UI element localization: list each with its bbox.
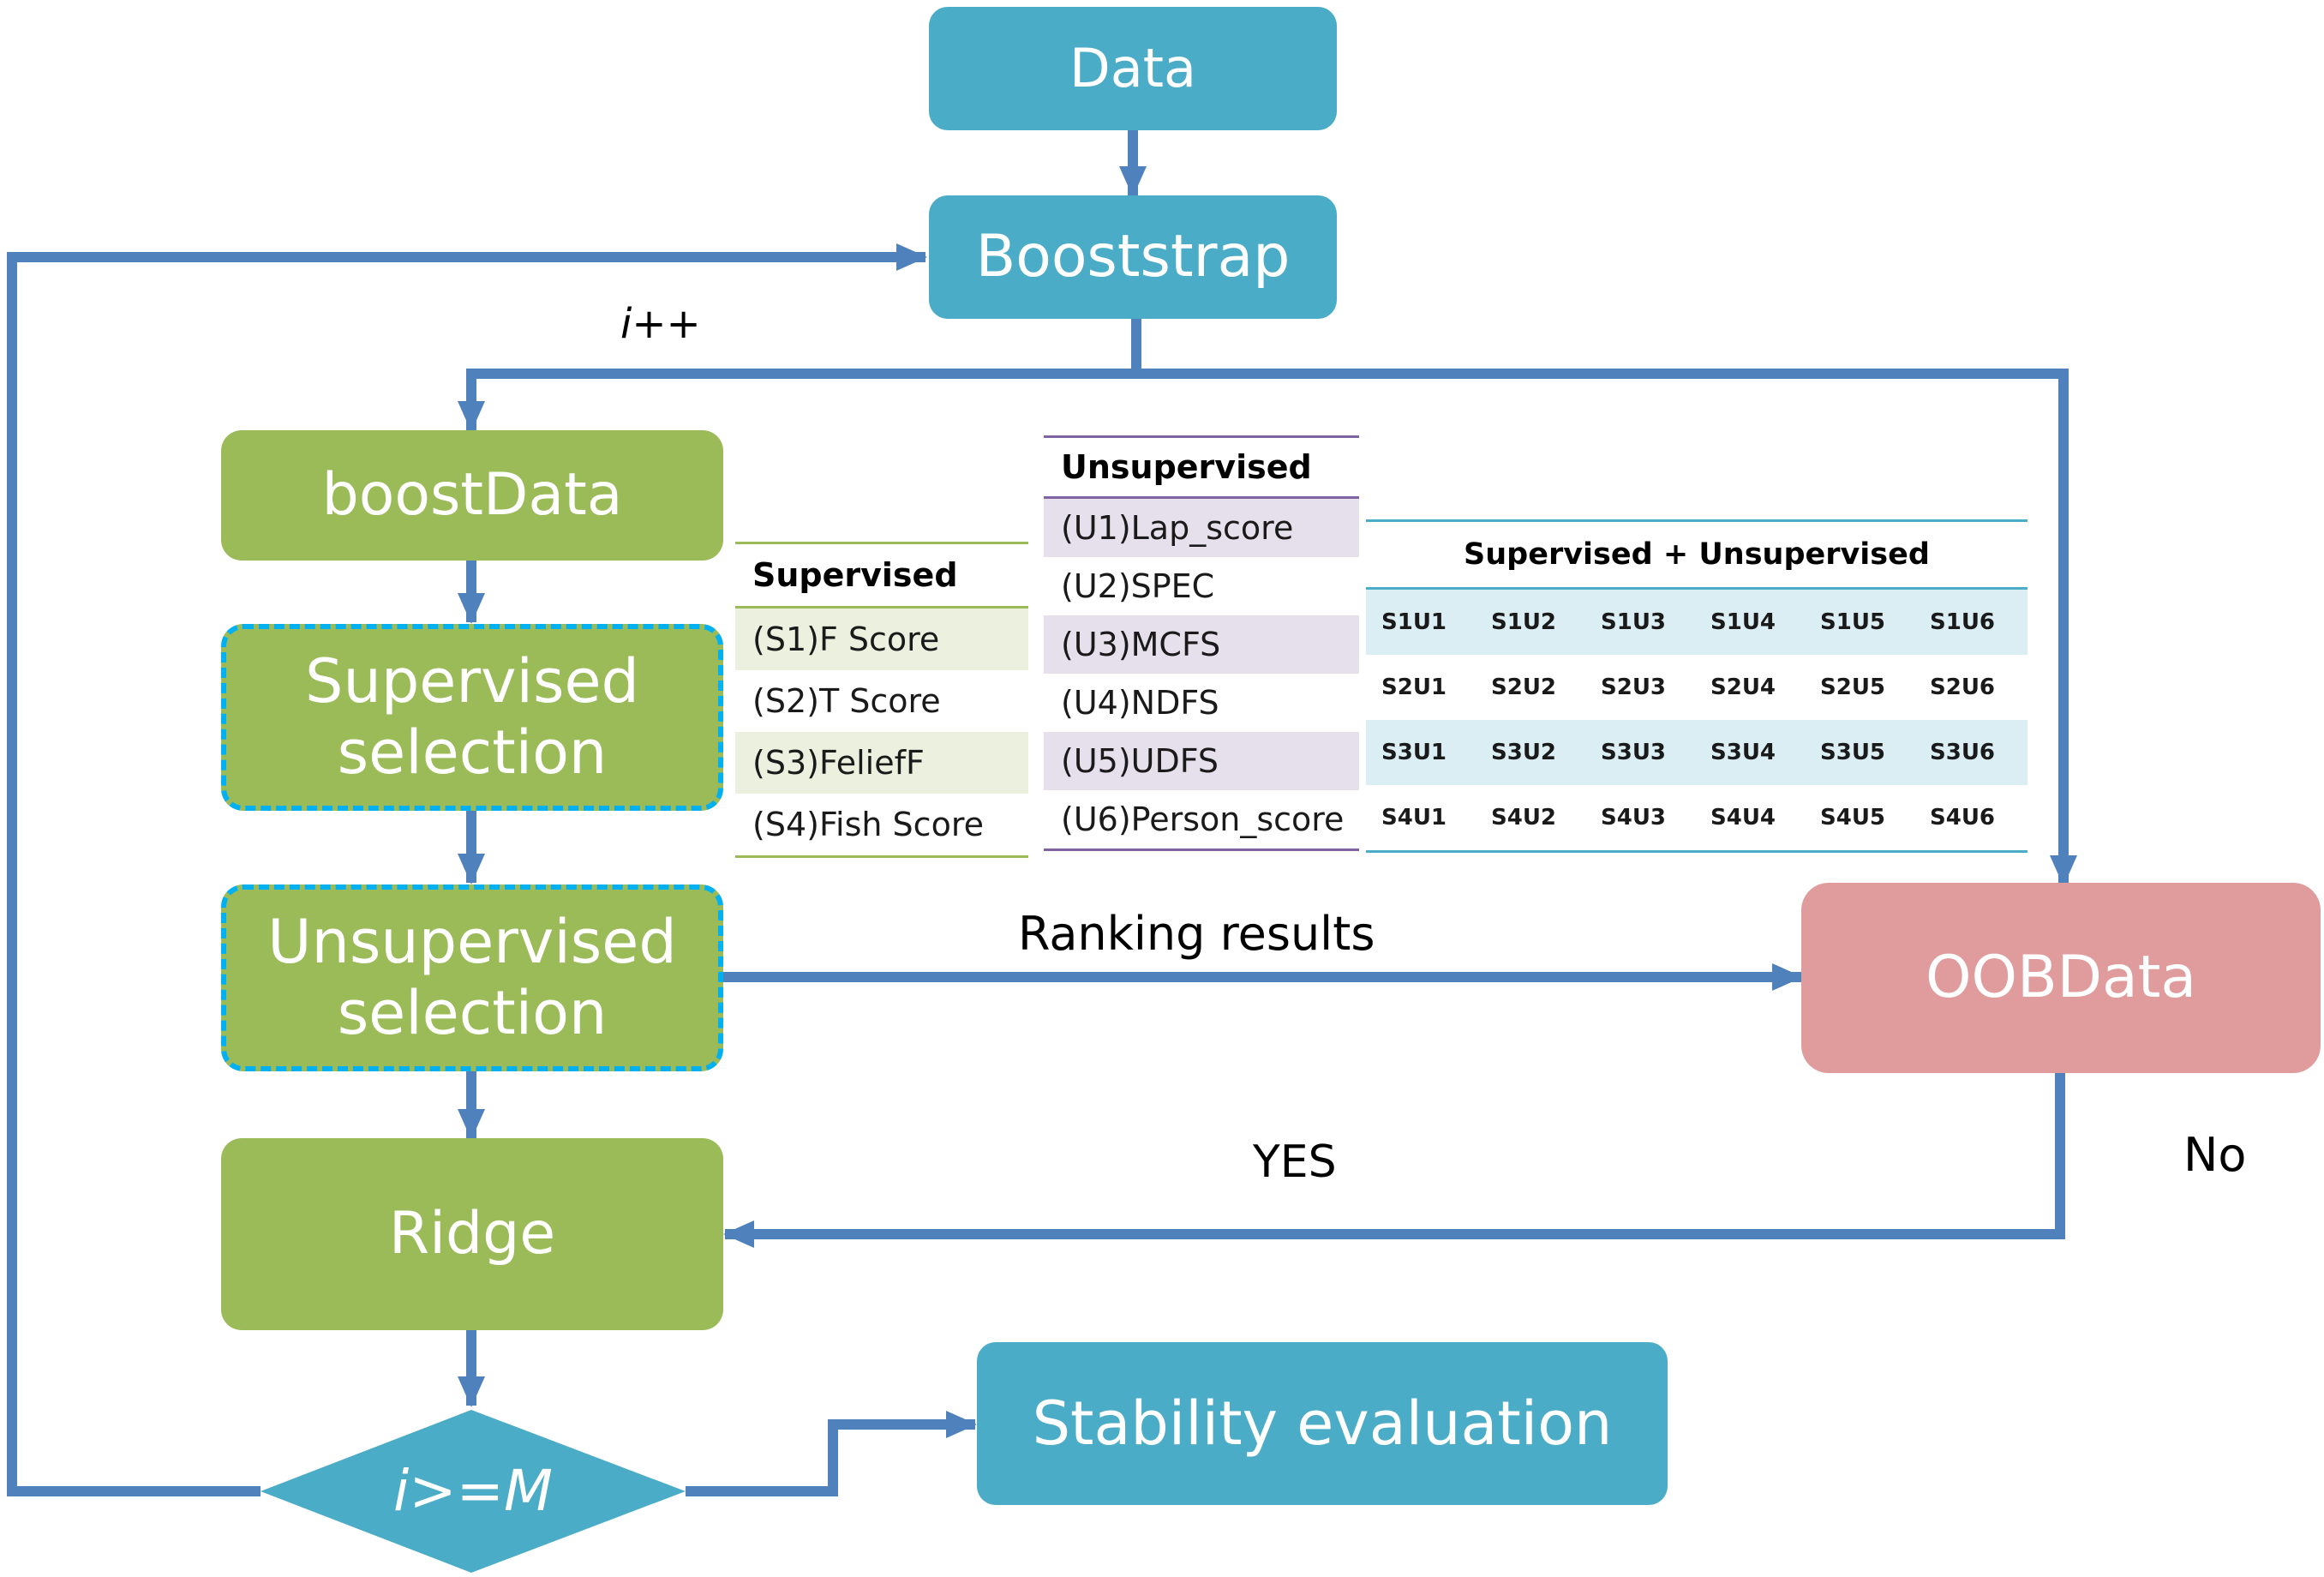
combined-cell: S1U2	[1491, 609, 1557, 635]
combined-cell: S1U5	[1820, 609, 1886, 635]
combined-methods-table: Supervised + Unsupervised S1U1 S1U2 S1U3…	[1366, 519, 2028, 853]
combined-cell: S4U3	[1601, 805, 1667, 830]
arrow-bootstrap-to-boostdata	[458, 319, 1141, 432]
bootstrap-node: Booststrap	[929, 195, 1337, 319]
arrow-decision-loop-to-bootstrap	[7, 243, 927, 1496]
supervised-selection-node: Supervised selection	[221, 624, 723, 811]
combined-cell: S4U2	[1491, 805, 1557, 830]
decision-node-label: i>=M	[393, 1458, 553, 1525]
boostdata-node: boostData	[221, 430, 723, 561]
unsupervised-selection-node: Unsupervised selection	[221, 884, 723, 1071]
unsupervised-table-header: Unsupervised	[1044, 438, 1359, 499]
combined-cell: S1U4	[1710, 609, 1776, 635]
supervised-selection-line1: Supervised	[305, 646, 639, 717]
combined-table-row: S3U1 S3U2 S3U3 S3U4 S3U5 S3U6	[1366, 720, 2028, 785]
yes-label: YES	[1253, 1136, 1337, 1188]
combined-cell: S4U6	[1930, 805, 1996, 830]
combined-cell: S3U5	[1820, 740, 1886, 765]
unsupervised-table-row: (U4)NDFS	[1044, 674, 1359, 732]
data-node-label: Data	[1069, 37, 1197, 100]
ranking-results-label: Ranking results	[1018, 907, 1375, 961]
oobdata-node: OOBData	[1801, 883, 2321, 1073]
supervised-table-row: (S1)F Score	[735, 609, 1028, 670]
combined-table-row: S4U1 S4U2 S4U3 S4U4 S4U5 S4U6	[1366, 785, 2028, 850]
arrow-oobdata-to-ridge	[723, 1073, 2065, 1248]
combined-cell: S4U1	[1381, 805, 1447, 830]
supervised-table-row: (S3)FeliefF	[735, 732, 1028, 794]
combined-cell: S2U3	[1601, 675, 1667, 700]
stability-evaluation-node: Stability evaluation	[977, 1342, 1668, 1505]
combined-table-row: S2U1 S2U2 S2U3 S2U4 S2U5 S2U6	[1366, 655, 2028, 720]
combined-cell: S4U5	[1820, 805, 1886, 830]
unsupervised-table-row: (U1)Lap_score	[1044, 499, 1359, 557]
supervised-table-header: Supervised	[735, 544, 1028, 609]
combined-cell: S1U6	[1930, 609, 1996, 635]
combined-cell: S2U6	[1930, 675, 1996, 700]
supervised-table-row: (S4)Fish Score	[735, 794, 1028, 855]
combined-cell: S2U1	[1381, 675, 1447, 700]
unsupervised-table-row: (U2)SPEC	[1044, 557, 1359, 615]
arrow-bootstrap-to-oobdata	[1136, 369, 2077, 886]
ridge-node-label: Ridge	[388, 1199, 556, 1268]
decision-node: i>=M	[261, 1410, 686, 1573]
combined-cell: S1U3	[1601, 609, 1667, 635]
increment-label: i++	[620, 300, 701, 348]
combined-cell: S1U1	[1381, 609, 1447, 635]
ridge-node: Ridge	[221, 1138, 723, 1330]
combined-cell: S3U2	[1491, 740, 1557, 765]
unsupervised-table-row: (U5)UDFS	[1044, 732, 1359, 790]
combined-cell: S3U1	[1381, 740, 1447, 765]
boostdata-node-label: boostData	[321, 460, 623, 529]
combined-table-header: Supervised + Unsupervised	[1366, 522, 2028, 590]
combined-cell: S3U4	[1710, 740, 1776, 765]
supervised-methods-table: Supervised (S1)F Score (S2)T Score (S3)F…	[735, 542, 1028, 858]
combined-cell: S3U3	[1601, 740, 1667, 765]
combined-cell: S2U4	[1710, 675, 1776, 700]
unsupervised-methods-table: Unsupervised (U1)Lap_score (U2)SPEC (U3)…	[1044, 435, 1359, 851]
unsupervised-table-row: (U3)MCFS	[1044, 615, 1359, 674]
bootstrap-node-label: Booststrap	[975, 222, 1291, 291]
combined-cell: S3U6	[1930, 740, 1996, 765]
combined-table-row: S1U1 S1U2 S1U3 S1U4 S1U5 S1U6	[1366, 590, 2028, 655]
data-node: Data	[929, 7, 1337, 130]
oobdata-node-label: OOBData	[1925, 943, 2197, 1011]
unsupervised-table-row: (U6)Person_score	[1044, 790, 1359, 848]
combined-cell: S2U5	[1820, 675, 1886, 700]
supervised-table-row: (S2)T Score	[735, 670, 1028, 732]
arrow-decision-to-stability	[686, 1411, 977, 1496]
decision-diamond	[261, 1410, 686, 1573]
unsupervised-selection-line1: Unsupervised	[267, 907, 677, 978]
stability-evaluation-label: Stability evaluation	[1032, 1388, 1613, 1459]
supervised-selection-line2: selection	[337, 717, 608, 788]
no-label: No	[2183, 1128, 2247, 1182]
combined-cell: S2U2	[1491, 675, 1557, 700]
combined-cell: S4U4	[1710, 805, 1776, 830]
unsupervised-selection-line2: selection	[337, 978, 608, 1048]
